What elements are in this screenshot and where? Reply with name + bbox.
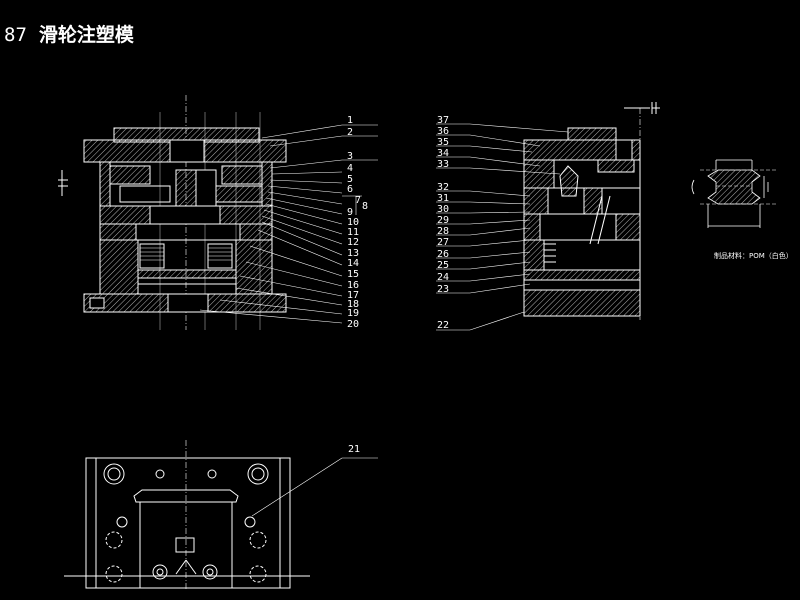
callout-6: 6	[347, 184, 353, 195]
callout-36: 36	[437, 126, 449, 137]
callout-28: 28	[437, 226, 449, 237]
callout-24: 24	[437, 272, 449, 283]
bottom-plan-view	[64, 440, 378, 590]
callout-5: 5	[347, 174, 353, 185]
callout-9: 9	[347, 207, 353, 218]
callout-23: 23	[437, 284, 449, 295]
callout-16: 16	[347, 280, 359, 291]
callout-2: 2	[347, 127, 353, 138]
callout-32: 32	[437, 182, 449, 193]
callout-19: 19	[347, 308, 359, 319]
callout-22: 22	[437, 320, 449, 331]
callout-13: 13	[347, 248, 359, 259]
callout-25: 25	[437, 260, 449, 271]
callout-37: 37	[437, 115, 449, 126]
callout-30: 30	[437, 204, 449, 215]
left-leader-lines	[199, 124, 378, 324]
left-section-view	[58, 95, 287, 330]
drawing-title: 87 滑轮注塑模	[4, 20, 134, 47]
callout-12: 12	[347, 237, 359, 248]
drawing-title-text: 滑轮注塑模	[38, 24, 134, 46]
callout-15: 15	[347, 269, 359, 280]
callout-14: 14	[347, 258, 359, 269]
callout-34: 34	[437, 148, 449, 159]
callout-8: 8	[362, 201, 368, 212]
callout-10: 10	[347, 217, 359, 228]
product-detail-view	[691, 159, 776, 228]
callout-35: 35	[437, 137, 449, 148]
right-section-view	[523, 102, 660, 320]
callout-29: 29	[437, 215, 449, 226]
left-callout-labels: 1 2 3 4 5 6 7 8 9 10 11 12 13 14 15 16 1…	[347, 115, 368, 330]
drawing-number: 87	[4, 24, 27, 46]
callout-26: 26	[437, 249, 449, 260]
callout-31: 31	[437, 193, 449, 204]
callout-20: 20	[347, 319, 359, 330]
callout-18: 18	[347, 299, 359, 310]
callout-7: 7	[355, 195, 361, 206]
callout-3: 3	[347, 151, 353, 162]
callout-1: 1	[347, 115, 353, 126]
callout-4: 4	[347, 163, 353, 174]
callout-21: 21	[348, 444, 360, 455]
callout-17: 17	[347, 290, 359, 301]
callout-27: 27	[437, 237, 449, 248]
right-callout-labels: 37 36 35 34 33 32 31 30 29 28 27 26 25 2…	[437, 115, 449, 331]
right-leader-lines	[436, 123, 569, 331]
callout-33: 33	[437, 159, 449, 170]
product-material-note: 制品材料：POM（白色）	[714, 251, 793, 260]
callout-11: 11	[347, 227, 359, 238]
